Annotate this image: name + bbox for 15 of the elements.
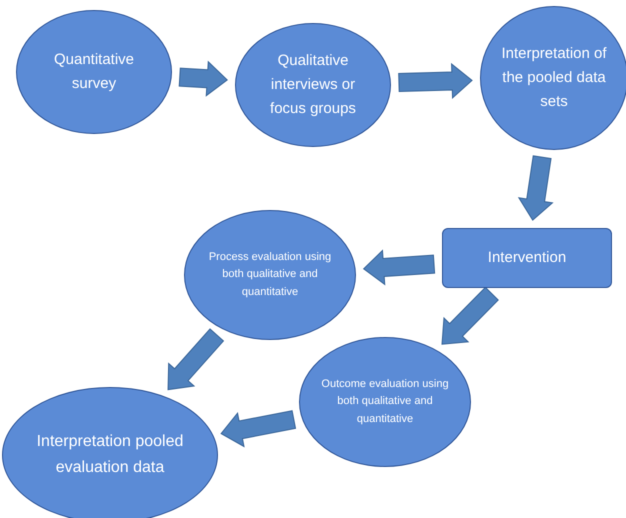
node-text: Interpretation of the pooled data sets xyxy=(500,44,608,112)
node-text: Outcome evaluation using both qualitative and quantitative xyxy=(320,376,450,427)
block-arrow xyxy=(398,62,473,100)
block-arrow xyxy=(168,328,224,390)
block-arrow xyxy=(441,286,499,345)
node-text: Process evaluation using both qualitative and quantitative xyxy=(208,250,332,300)
node-text: Interpretation pooled evaluation data xyxy=(36,432,184,478)
block-arrow xyxy=(220,410,296,448)
block-arrow xyxy=(178,60,228,97)
block-arrow xyxy=(518,155,554,221)
process-box xyxy=(442,228,612,288)
node-text: Qualitative interviews or focus groups xyxy=(269,51,357,119)
block-arrow xyxy=(362,249,436,286)
node-text: Intervention xyxy=(488,248,566,268)
node-text: Quantitative survey xyxy=(52,50,136,94)
